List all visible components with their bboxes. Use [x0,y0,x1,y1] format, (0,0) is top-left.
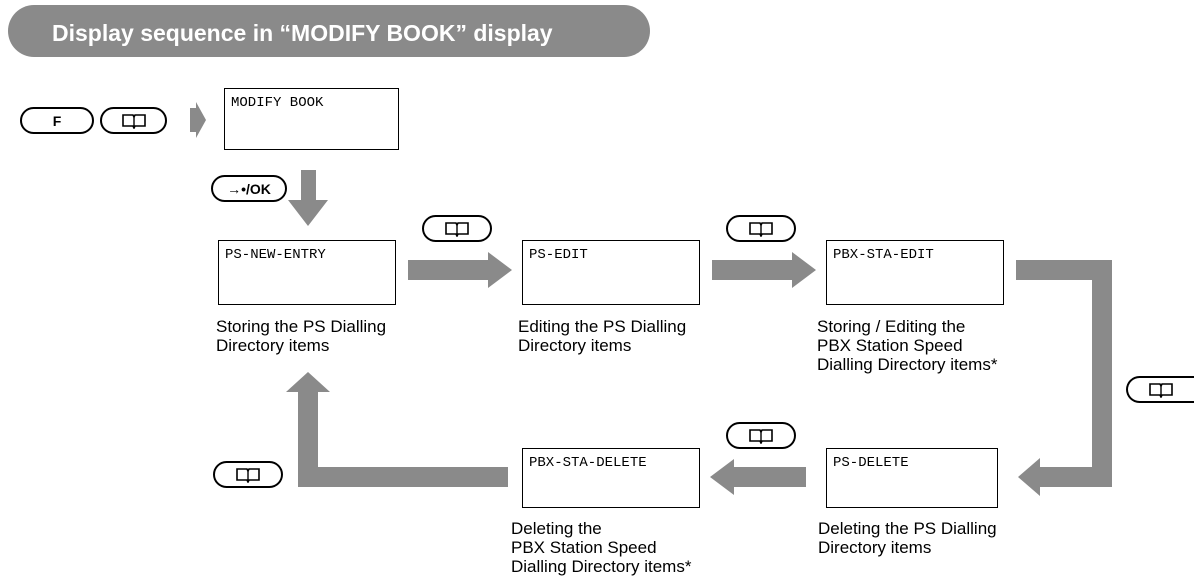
arrow-pbx-edit-to-delete [1016,260,1112,496]
phonebook-key[interactable] [726,422,796,449]
open-book-icon [236,467,260,483]
ok-key-label: →•/OK [227,180,271,197]
page-title: Display sequence in “MODIFY BOOK” displa… [52,20,553,46]
arrow-delete-to-pbx-delete [710,459,806,495]
display-modify-book: MODIFY BOOK [224,88,399,150]
display-ps-new-entry: PS-NEW-ENTRY [218,240,396,305]
open-book-icon [749,221,773,237]
open-book-icon [749,428,773,444]
display-ps-delete: PS-DELETE [826,448,998,508]
display-pbx-sta-edit: PBX-STA-EDIT [826,240,1004,305]
f-key[interactable]: F [20,107,94,134]
phonebook-key[interactable] [100,107,167,134]
open-book-icon [1149,382,1173,398]
ok-key[interactable]: →•/OK [211,175,287,202]
open-book-icon [121,113,146,129]
display-ps-edit: PS-EDIT [522,240,700,305]
phonebook-key[interactable] [213,461,283,488]
phonebook-key[interactable] [1126,376,1194,403]
phonebook-key[interactable] [422,215,492,242]
phonebook-key[interactable] [726,215,796,242]
display-pbx-sta-delete: PBX-STA-DELETE [522,448,700,508]
arrow-pbx-delete-to-new-entry [286,372,508,487]
arrow-keys-to-modify [190,102,206,138]
arrow-edit-to-pbx-edit [712,252,816,288]
f-key-label: F [52,112,62,129]
arrow-new-entry-to-edit [408,252,512,288]
title-banner: Display sequence in “MODIFY BOOK” displa… [8,5,650,57]
open-book-icon [445,221,469,237]
arrow-modify-to-new-entry [288,170,328,226]
